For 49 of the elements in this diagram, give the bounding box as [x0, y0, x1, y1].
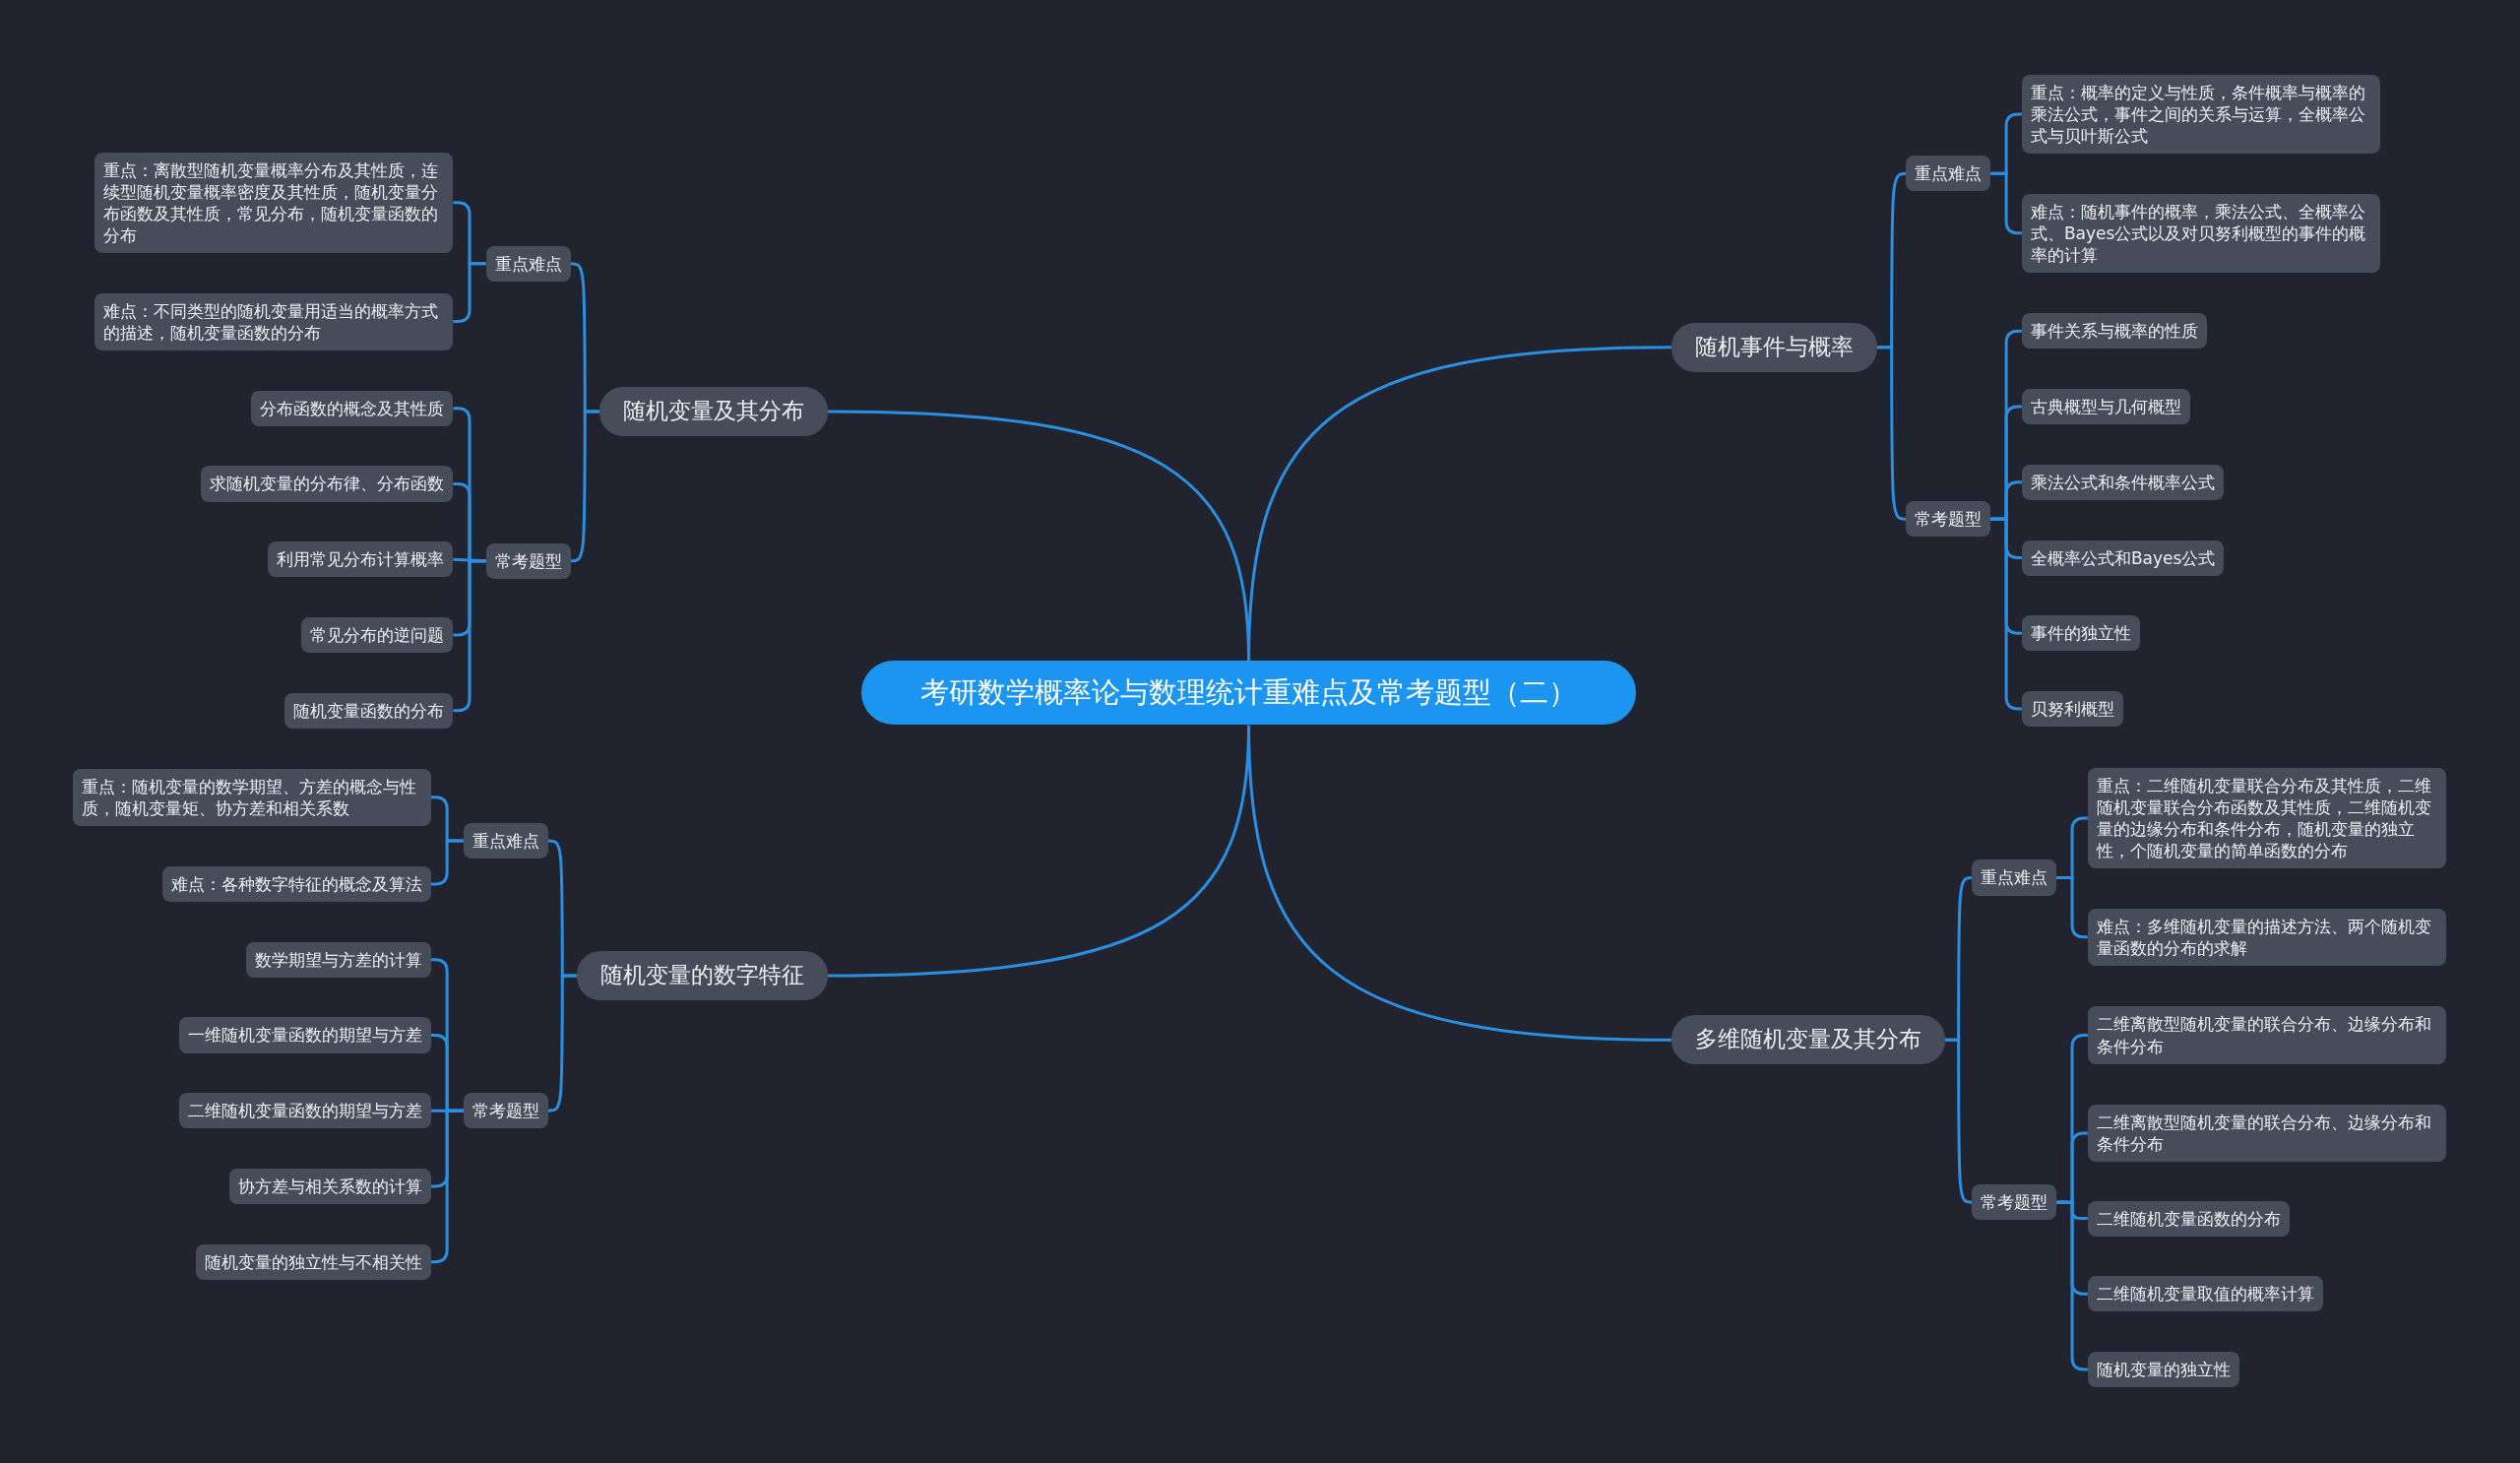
- item-box: 难点：多维随机变量的描述方法、两个随机变量函数的分布的求解: [2087, 908, 2446, 966]
- connector-line: [1247, 725, 1671, 1042]
- item-box: 事件关系与概率的性质: [2021, 313, 2207, 350]
- item-box: 古典概型与几何概型: [2021, 389, 2190, 425]
- category-box: 重点难点: [485, 245, 571, 282]
- category-box: 常考题型: [1906, 501, 1991, 538]
- category-box: 重点难点: [463, 822, 548, 859]
- item-box: 难点：各种数字特征的概念及算法: [161, 865, 431, 903]
- item-box: 随机变量的独立性与不相关性: [195, 1243, 431, 1280]
- branch-topic-box: 随机变量的数字特征: [576, 951, 828, 1000]
- item-box: 二维随机变量函数的分布: [2087, 1200, 2290, 1237]
- item-box: 二维离散型随机变量的联合分布、边缘分布和条件分布: [2087, 1006, 2446, 1064]
- item-box: 分布函数的概念及其性质: [251, 390, 454, 426]
- connector-line: [1247, 346, 1671, 661]
- connector-line: [1944, 1038, 1973, 1204]
- branch-topic-box: 随机事件与概率: [1670, 322, 1877, 372]
- item-box: 随机变量的独立性: [2087, 1352, 2239, 1388]
- item-box: 重点：离散型随机变量概率分布及其性质，连续型随机变量概率密度及其性质，随机变量分布函数及其性质，常见分布，随机变量函数的分布: [94, 152, 454, 254]
- item-box: 利用常见分布计算概率: [268, 541, 454, 578]
- item-box: 重点：概率的定义与性质，条件概率与概率的乘法公式，事件之间的关系与运算，全概率公式与贝叶斯公式: [2021, 74, 2380, 155]
- connector-line: [570, 410, 599, 563]
- connector-line: [547, 974, 577, 1113]
- item-box: 随机变量函数的分布: [284, 692, 454, 729]
- item-box: 二维随机变量取值的概率计算: [2087, 1276, 2323, 1312]
- item-box: 二维随机变量函数的期望与方差: [178, 1093, 431, 1129]
- connector-line: [1876, 346, 1907, 521]
- category-box: 重点难点: [1906, 156, 1991, 192]
- category-box: 重点难点: [1972, 859, 2057, 896]
- central-topic-box: 考研数学概率论与数理统计重难点及常考题型（二）: [861, 660, 1636, 726]
- item-box: 求随机变量的分布律、分布函数: [201, 466, 454, 502]
- item-box: 常见分布的逆问题: [301, 616, 454, 653]
- item-box: 难点：随机事件的概率，乘法公式、全概率公式、Bayes公式以及对贝努利概型的事件的概率的计算: [2021, 193, 2380, 273]
- item-box: 协方差与相关系数的计算: [228, 1168, 431, 1204]
- item-box: 全概率公式和Bayes公式: [2021, 540, 2225, 576]
- item-box: 重点：随机变量的数学期望、方差的概念与性质，随机变量矩、协方差和相关系数: [72, 768, 431, 826]
- category-box: 常考题型: [1972, 1184, 2057, 1221]
- item-box: 二维离散型随机变量的联合分布、边缘分布和条件分布: [2087, 1105, 2446, 1163]
- category-box: 常考题型: [485, 542, 571, 579]
- item-box: 乘法公式和条件概率公式: [2021, 464, 2224, 500]
- category-box: 常考题型: [463, 1093, 548, 1129]
- item-box: 贝努利概型: [2021, 691, 2123, 728]
- connector-line: [430, 839, 464, 886]
- item-box: 事件的独立性: [2021, 615, 2140, 652]
- item-box: 难点：不同类型的随机变量用适当的概率方式的描述，随机变量函数的分布: [94, 292, 454, 350]
- branch-topic-box: 多维随机变量及其分布: [1670, 1015, 1945, 1065]
- item-box: 一维随机变量函数的期望与方差: [178, 1017, 431, 1053]
- item-box: 数学期望与方差的计算: [245, 941, 431, 978]
- item-box: 重点：二维随机变量联合分布及其性质，二维随机变量联合分布函数及其性质，二维随机变量的边缘分布和条件分布，随机变量的独立性，个随机变量的简单函数的分布: [2087, 768, 2446, 869]
- branch-topic-box: 随机变量及其分布: [598, 386, 828, 436]
